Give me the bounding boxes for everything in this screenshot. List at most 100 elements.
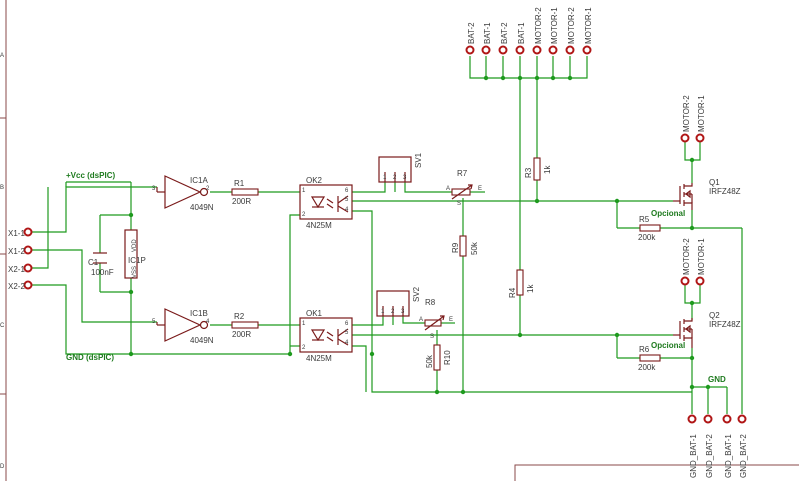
- r7-s: S: [457, 201, 461, 207]
- r10-name: R10: [443, 350, 452, 365]
- c1-value: 100nF: [91, 268, 114, 277]
- net-label-gnd-dspic: GND (dsPIC): [66, 353, 114, 362]
- ic1p-vss: VSS: [132, 266, 138, 278]
- connector-label: BAT-1: [483, 22, 492, 44]
- q2-name: Q2: [709, 311, 720, 320]
- r5-value: 200k: [638, 233, 656, 242]
- resistor-r9: R9 50k: [451, 235, 479, 257]
- connector-label: MOTOR-1: [697, 95, 706, 132]
- sv1-pin-3: 3: [403, 175, 407, 181]
- ic1a-pin-in: 3: [152, 186, 156, 192]
- ic1a-pin-out: 2: [206, 186, 210, 192]
- mosfet-q2: MOTOR-2 MOTOR-1 Q2 IRFZ48Z: [673, 238, 741, 348]
- mosfet-q1: MOTOR-2 MOTOR-1 Q1 IRFZ48Z: [673, 95, 741, 210]
- r6-value: 200k: [638, 363, 656, 372]
- sv2-name: SV2: [412, 286, 421, 302]
- r7-name: R7: [457, 169, 468, 178]
- top-connector-bat-1-b: BAT-1: [515, 22, 526, 55]
- resistor-r5: R5 Opcional 200k: [638, 209, 685, 242]
- q2-connector-motor-2: MOTOR-2: [680, 238, 691, 286]
- resistor-r2: R2 200R: [231, 312, 259, 339]
- ic1a-name: IC1A: [190, 176, 208, 185]
- connector-label: GND_BAT-2: [739, 434, 748, 478]
- r7-e: E: [478, 186, 482, 192]
- ic1p-name: IC1P: [128, 256, 146, 265]
- top-connector-bat-2-b: BAT-2: [498, 22, 509, 55]
- r9-value: 50k: [470, 241, 479, 255]
- net-label-gnd: GND: [708, 375, 726, 384]
- top-connector-bat-2: BAT-2: [465, 22, 476, 55]
- gnd-bat-connector-1: GND_BAT-1: [687, 414, 698, 478]
- r3-value: 1k: [543, 165, 552, 174]
- top-connector-bat-1: BAT-1: [481, 22, 492, 55]
- connector-label: MOTOR-2: [567, 7, 576, 44]
- q1-value: IRFZ48Z: [709, 187, 741, 196]
- sv2-pin-1: 1: [381, 309, 385, 315]
- top-connectors: BAT-2 BAT-1 BAT-2 BAT-1 MOTOR-2 MOTOR-1 …: [465, 7, 593, 55]
- top-connector-motor-1-b: MOTOR-1: [582, 7, 593, 55]
- q2-value: IRFZ48Z: [709, 320, 741, 329]
- inverter-ic1a: 3 2 IC1A 4049N: [152, 175, 214, 212]
- ok2-name: OK2: [306, 176, 323, 185]
- r8-e: E: [449, 317, 453, 323]
- ok1-pin-6: 6: [345, 321, 349, 327]
- ok2-pin-2: 2: [302, 212, 306, 218]
- resistor-r6: R6 Opcional 200k: [638, 341, 685, 372]
- ic1b-pin-out: 4: [206, 319, 210, 325]
- connector-label: MOTOR-1: [697, 238, 706, 275]
- ok1-pin-5: 5: [345, 330, 349, 336]
- r2-value: 200R: [232, 330, 251, 339]
- connector-label: X2-1: [8, 265, 25, 274]
- connector-label: BAT-1: [517, 22, 526, 44]
- gnd-bat-connector-2: GND_BAT-2: [703, 414, 714, 478]
- r10-value: 50k: [425, 354, 434, 368]
- junctions: [128, 75, 711, 395]
- r5-note: Opcional: [651, 209, 685, 218]
- sv1-name: SV1: [414, 152, 423, 168]
- r8-s: S: [430, 334, 434, 340]
- input-connector-x1-1: X1-1: [8, 227, 33, 238]
- ok1-name: OK1: [306, 309, 323, 318]
- connector-label: X1-2: [8, 247, 25, 256]
- ok1-pin-1: 1: [302, 321, 306, 327]
- ok2-pin-4: 4: [345, 207, 349, 213]
- connector-label: MOTOR-1: [584, 7, 593, 44]
- header-sv1: 1 2 3 SV1: [378, 152, 423, 183]
- connector-label: X1-1: [8, 229, 25, 238]
- connector-label: BAT-2: [467, 22, 476, 44]
- r3-name: R3: [524, 167, 533, 178]
- ok1-value: 4N25M: [306, 354, 332, 363]
- input-connector-x2-2: X2-2: [8, 280, 33, 291]
- ic1b-pin-in: 5: [152, 319, 156, 325]
- r7-a: A: [446, 186, 450, 192]
- sv1-pin-1: 1: [383, 175, 387, 181]
- r1-name: R1: [234, 179, 245, 188]
- r4-value: 1k: [526, 284, 535, 293]
- resistor-r1: R1 200R: [231, 179, 259, 206]
- connector-label: MOTOR-1: [550, 7, 559, 44]
- ok2-value: 4N25M: [306, 221, 332, 230]
- ok2-pin-6: 6: [345, 188, 349, 194]
- gnd-bat-connector-3: GND_BAT-1: [722, 414, 733, 478]
- trimpot-r8: R8 A E S: [419, 298, 453, 340]
- capacitor-c1: C1 100nF: [88, 252, 114, 277]
- q2-connector-motor-1: MOTOR-1: [695, 238, 706, 286]
- r4-name: R4: [508, 287, 517, 298]
- ic1p-vdd: VDD: [132, 239, 138, 252]
- resistor-r4: R4 1k: [508, 269, 535, 298]
- connector-label: BAT-2: [500, 22, 509, 44]
- connector-label: GND_BAT-1: [689, 434, 698, 478]
- connector-label: MOTOR-2: [682, 95, 691, 132]
- ok2-pin-5: 5: [345, 197, 349, 203]
- top-connector-motor-2-b: MOTOR-2: [565, 7, 576, 55]
- ic1b-name: IC1B: [190, 309, 208, 318]
- frame-row-b: B: [0, 185, 4, 191]
- r6-note: Opcional: [651, 341, 685, 350]
- input-connector-x1-2: X1-2: [8, 245, 33, 256]
- r9-name: R9: [451, 242, 460, 253]
- r2-name: R2: [234, 312, 245, 321]
- resistor-r3: R3 1k: [524, 157, 552, 181]
- inverter-ic1b: 5 4 IC1B 4049N: [152, 308, 214, 345]
